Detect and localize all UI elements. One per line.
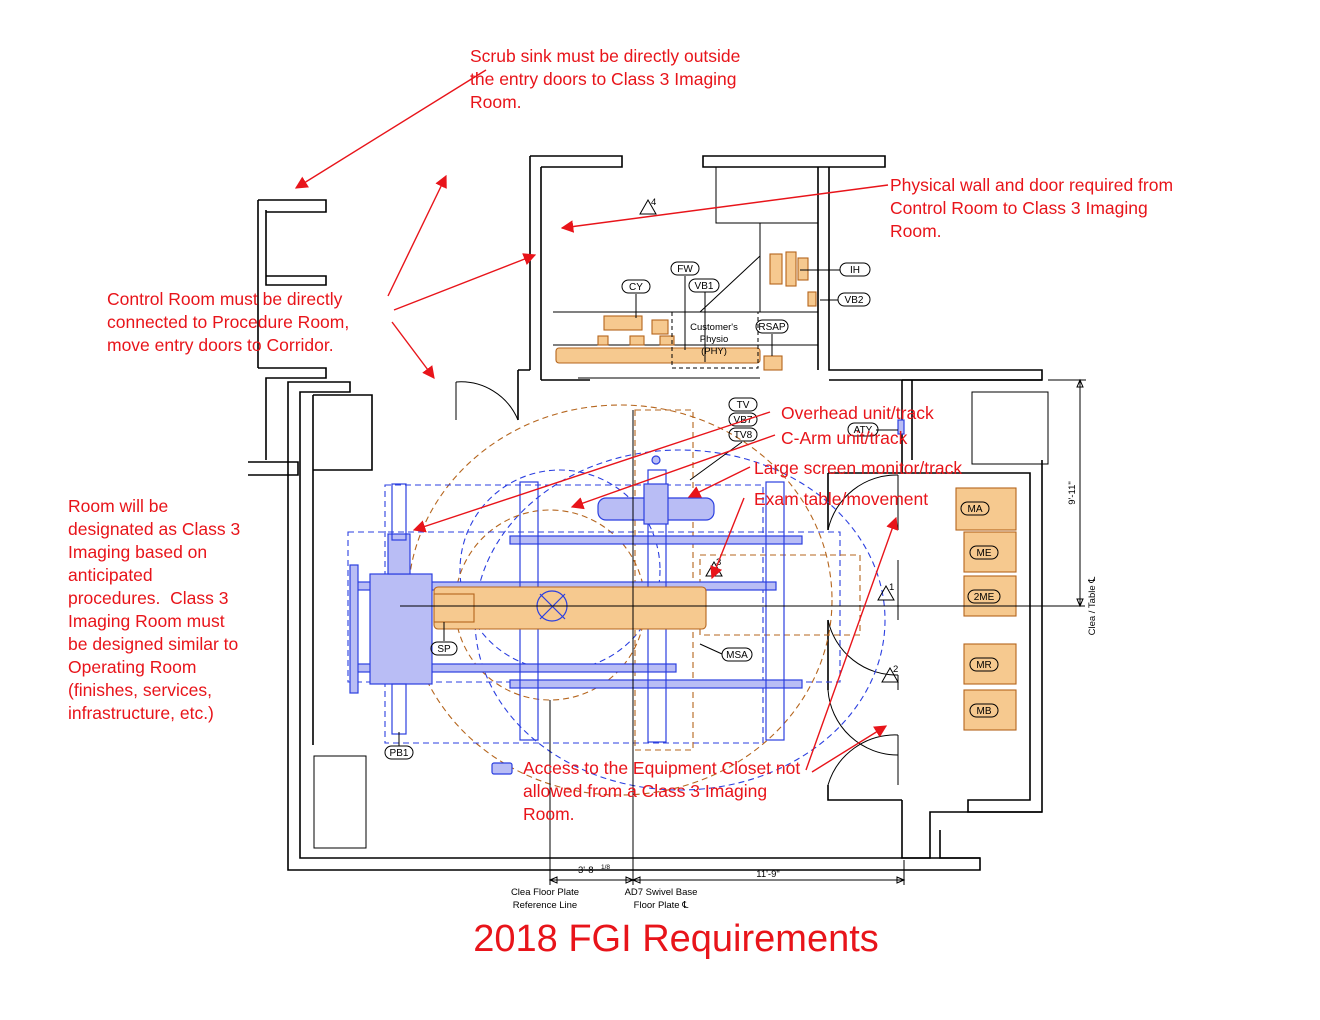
svg-text:MB: MB <box>977 706 992 717</box>
ref-swivel-2: Floor Plate ℄ <box>634 900 690 911</box>
arrow-monitor <box>687 466 751 498</box>
ref-floor-plate-1: Clea Floor Plate <box>511 887 579 898</box>
tag-pb1: PB1 <box>384 745 414 760</box>
dim-vertical: 9'-11" <box>1067 481 1078 505</box>
svg-text:VB2: VB2 <box>845 295 864 306</box>
tag-msa: MSA <box>721 647 753 662</box>
svg-text:MSA: MSA <box>726 650 748 661</box>
ref-table-centerline: Clea / Table ℄ <box>1087 576 1098 636</box>
tag-vb2: VB2 <box>837 292 871 307</box>
annotation-class3-room: Room will be designated as Class 3 Imagi… <box>68 496 241 723</box>
arrow-closet-down <box>811 725 888 773</box>
annotation-carm: C-Arm unit/track <box>781 428 908 448</box>
svg-text:CY: CY <box>629 282 643 293</box>
annotation-control-room: Control Room must be directly connected … <box>107 289 350 355</box>
tag-2me: 2ME <box>967 589 1001 604</box>
tag-rsap: RSAP <box>755 319 789 334</box>
svg-text:2ME: 2ME <box>974 592 995 603</box>
svg-text:ME: ME <box>977 548 992 559</box>
annotation-physical-wall: Physical wall and door required from Con… <box>890 175 1174 241</box>
svg-text:FW: FW <box>677 264 693 275</box>
revision-mark-2: 2 <box>893 664 898 675</box>
svg-text:TV: TV <box>737 400 750 411</box>
dim-plate-offset: 3'-8 <box>578 865 594 876</box>
tag-fw: FW <box>670 261 700 276</box>
dim-plate-fraction: 1/8 <box>601 864 610 871</box>
arrow-scrub-sink <box>294 69 487 189</box>
annotation-exam-table: Exam table/movement <box>754 489 929 509</box>
svg-text:RSAP: RSAP <box>758 322 786 333</box>
svg-text:MR: MR <box>976 660 992 671</box>
dim-swivel-offset: 11'-9" <box>756 869 780 880</box>
tag-aty: ATY <box>847 422 879 437</box>
equipment-tags: FW VB1 CY IH VB2 RSAP TV VB7 TV8 ATY MA … <box>384 261 1001 760</box>
control-console <box>555 251 817 379</box>
arrow-exam-table <box>710 497 745 580</box>
svg-text:(PHY): (PHY) <box>701 346 727 357</box>
revision-mark-1: 1 <box>889 582 894 593</box>
arrow-control-room-up <box>387 174 447 297</box>
arrow-control-room-down <box>391 321 435 380</box>
arrow-carm <box>570 434 776 510</box>
tag-mr: MR <box>969 657 999 672</box>
dimension-text: 3'-8 1/8 11'-9" 9'-11" Clea Floor Plate … <box>511 481 1098 911</box>
arrow-overhead <box>412 411 771 533</box>
svg-text:IH: IH <box>850 265 860 276</box>
svg-text:PB1: PB1 <box>390 748 409 759</box>
arrow-physical-wall <box>560 184 889 233</box>
annotation-overhead: Overhead unit/track <box>781 403 934 423</box>
ref-swivel-1: AD7 Swivel Base <box>625 887 698 898</box>
callout-arrows <box>294 69 899 773</box>
annotation-monitor: Large screen monitor/track <box>754 458 963 478</box>
revision-mark-4: 4 <box>651 197 656 208</box>
svg-text:SP: SP <box>437 644 451 655</box>
svg-text:VB1: VB1 <box>695 281 714 292</box>
annotation-scrub-sink: Scrub sink must be directly outside the … <box>470 46 741 112</box>
arrow-closet-up <box>805 516 899 771</box>
annotation-equipment-closet: Access to the Equipment Closet not allow… <box>523 758 801 824</box>
tag-tv: TV <box>728 397 758 412</box>
svg-text:Physio: Physio <box>700 334 729 345</box>
ref-floor-plate-2: Reference Line <box>513 900 577 911</box>
tag-mb: MB <box>969 703 999 718</box>
svg-text:Customer's: Customer's <box>690 322 738 333</box>
tag-vb1: VB1 <box>688 278 720 293</box>
svg-text:ATY: ATY <box>854 425 873 436</box>
dimension-lines <box>400 378 1086 885</box>
tag-tv8: TV8 <box>728 427 758 442</box>
physio-label: Customer's Physio (PHY) <box>690 322 738 357</box>
tag-ih: IH <box>839 262 871 277</box>
svg-text:MA: MA <box>968 504 983 515</box>
tag-cy: CY <box>621 279 651 294</box>
tag-ma: MA <box>960 501 990 516</box>
imaging-equipment <box>347 404 1017 796</box>
tag-me: ME <box>969 545 999 560</box>
svg-text:TV8: TV8 <box>734 430 753 441</box>
tag-sp: SP <box>430 641 458 656</box>
arrow-control-room-right <box>393 253 537 311</box>
page-title: 2018 FGI Requirements <box>473 918 879 960</box>
